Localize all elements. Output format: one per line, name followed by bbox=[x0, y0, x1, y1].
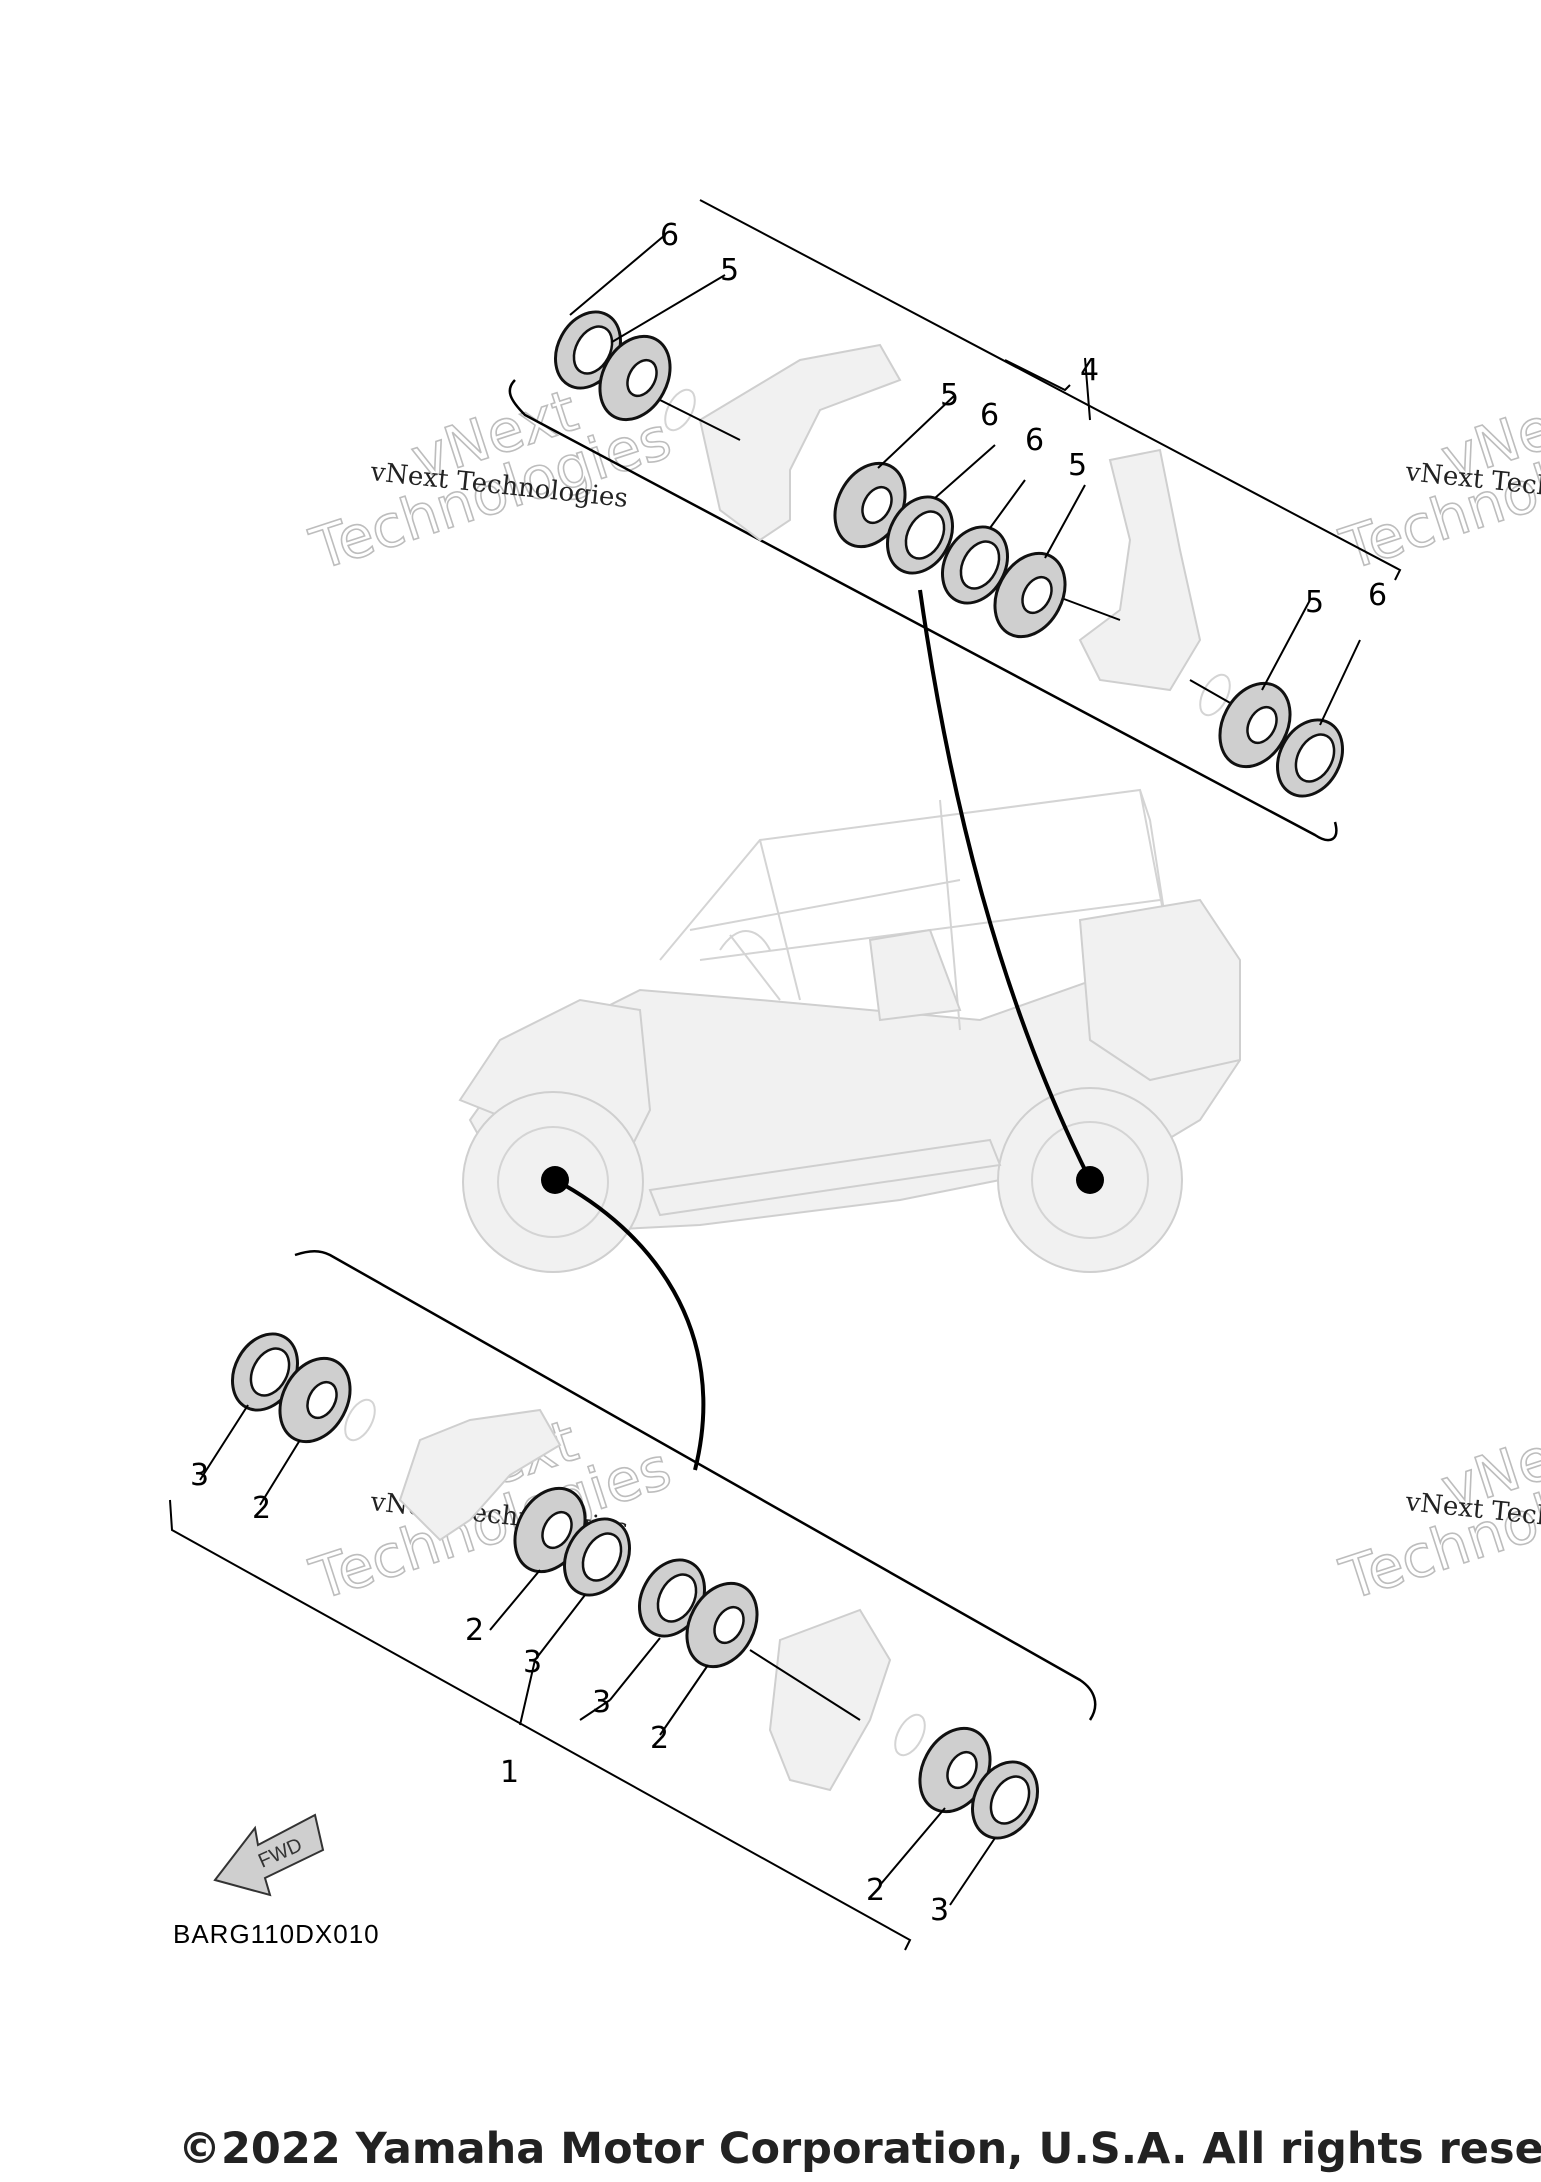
callout-2: 2 bbox=[650, 1721, 669, 1756]
diagram-code: BARG110DX010 bbox=[173, 1919, 380, 1949]
front-bearing-group: 3 2 2 3 3 2 1 2 3 bbox=[169, 1250, 1097, 1951]
vehicle-rear-cargo bbox=[1078, 898, 1241, 1082]
copyright-notice: ©2022 Yamaha Motor Corporation, U.S.A. A… bbox=[178, 2124, 1541, 2174]
vehicle-illustration bbox=[458, 788, 1242, 1273]
front-bearing-2a bbox=[278, 1356, 352, 1444]
rear-ref-bracket bbox=[699, 199, 1402, 581]
front-connector-curve bbox=[554, 1178, 706, 1471]
rear-bearing-5b bbox=[833, 461, 907, 549]
fwd-arrow-icon bbox=[213, 1813, 325, 1897]
front-oil-seal-3a bbox=[231, 1332, 299, 1412]
rear-leaders-right bbox=[1261, 599, 1361, 726]
rear-wheel-rim bbox=[1031, 1121, 1149, 1239]
callout-6: 6 bbox=[1025, 423, 1044, 458]
callout-3: 3 bbox=[523, 1645, 542, 1680]
callout-1: 1 bbox=[500, 1755, 519, 1790]
front-bearing-2c bbox=[685, 1581, 759, 1669]
callout-5: 5 bbox=[720, 253, 739, 288]
callout-5: 5 bbox=[940, 378, 959, 413]
front-oil-seal-3d bbox=[971, 1760, 1039, 1840]
front-leaders-left bbox=[199, 1404, 301, 1506]
rear-bearing-5d bbox=[1218, 681, 1292, 769]
callout-6: 6 bbox=[1368, 578, 1387, 613]
front-circlip bbox=[344, 1398, 376, 1442]
rear-bearing-group: 6 5 4 5 6 6 5 5 6 bbox=[508, 199, 1402, 842]
front-leaders-center bbox=[489, 1569, 709, 1736]
callout-3: 3 bbox=[190, 1458, 209, 1493]
callout-4: 4 bbox=[1080, 353, 1099, 388]
callout-2: 2 bbox=[866, 1873, 885, 1908]
rear-oil-seal-6d bbox=[1276, 718, 1344, 798]
rear-connector-curve bbox=[918, 589, 1092, 1181]
vehicle-steering bbox=[719, 930, 781, 1001]
vehicle-rocker bbox=[648, 1138, 1002, 1217]
watermark-right-top: vNext Technologies vNext Technologies bbox=[1332, 375, 1541, 584]
callout-2: 2 bbox=[252, 1491, 271, 1526]
rear-knuckle-right bbox=[1078, 448, 1202, 692]
rear-bearing-5c bbox=[993, 551, 1067, 639]
callout-2: 2 bbox=[465, 1613, 484, 1648]
front-axle-line bbox=[749, 1649, 861, 1721]
callout-6: 6 bbox=[660, 218, 679, 253]
forward-arrow: FWD bbox=[213, 1813, 325, 1897]
rear-oil-seal-6b bbox=[886, 495, 954, 575]
callout-5: 5 bbox=[1068, 448, 1087, 483]
callout-5: 5 bbox=[1305, 585, 1324, 620]
vehicle-roll-cage bbox=[659, 788, 1181, 1031]
rear-leaders-left bbox=[569, 234, 726, 343]
front-circlip bbox=[894, 1713, 926, 1757]
front-wheel-rim bbox=[497, 1126, 609, 1238]
front-ref-bracket bbox=[169, 1499, 912, 1951]
front-oil-seal-3b bbox=[563, 1517, 631, 1597]
front-leaders-right bbox=[879, 1807, 996, 1906]
rear-group-bracket bbox=[508, 379, 1338, 842]
watermark-right-bottom: vNext Technologies vNext Technologies bbox=[1332, 1405, 1541, 1614]
front-knuckle-left bbox=[398, 1408, 562, 1542]
callout-3: 3 bbox=[592, 1685, 611, 1720]
callout-3: 3 bbox=[930, 1893, 949, 1928]
callout-6: 6 bbox=[980, 398, 999, 433]
rear-bearing-5a bbox=[598, 334, 672, 422]
front-group-bracket bbox=[294, 1250, 1097, 1721]
vehicle-seat bbox=[868, 928, 962, 1022]
rear-leaders-center bbox=[877, 357, 1091, 559]
rear-knuckle-left bbox=[698, 343, 902, 542]
